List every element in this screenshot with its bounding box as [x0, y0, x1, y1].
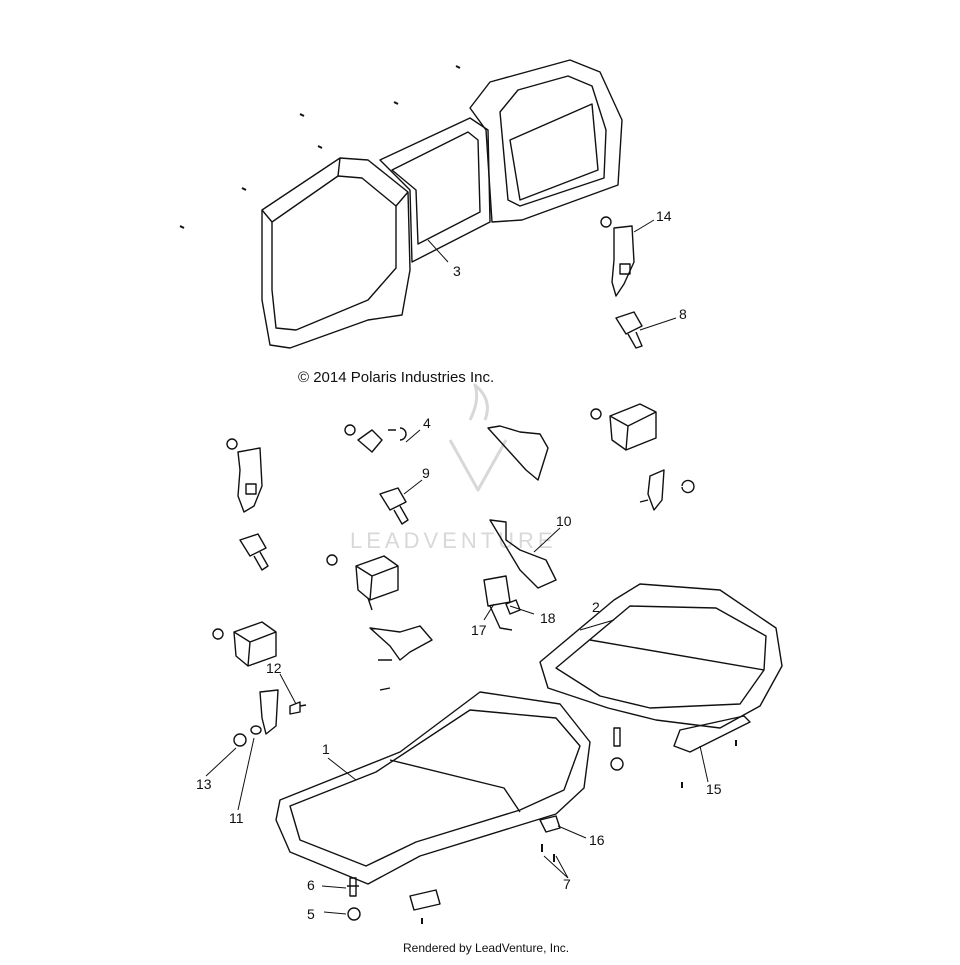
callout-16[interactable]: 16	[589, 832, 605, 848]
callout-5[interactable]: 5	[307, 906, 315, 922]
mount-bracket-right[interactable]	[639, 469, 695, 511]
seat-cushion-right[interactable]	[539, 583, 783, 729]
washer-11[interactable]	[250, 725, 262, 735]
callout-3[interactable]: 3	[453, 263, 461, 279]
seat-back-screws	[179, 65, 461, 229]
retractor-cover-left[interactable]	[212, 621, 277, 667]
seat-latch-lower[interactable]	[409, 889, 441, 911]
seat-back-right[interactable]	[469, 59, 623, 223]
watermark-logo	[448, 383, 508, 492]
seat-back-left[interactable]	[261, 157, 411, 349]
seat-bracket-15[interactable]	[673, 715, 751, 753]
seat-back-center[interactable]	[379, 117, 491, 263]
anchor-bolt-4[interactable]	[344, 424, 407, 453]
callout-17[interactable]: 17	[471, 622, 487, 638]
callout-10[interactable]: 10	[556, 513, 572, 529]
callout-14[interactable]: 14	[656, 208, 672, 224]
callout-15[interactable]: 15	[706, 781, 722, 797]
stud-right[interactable]	[610, 727, 624, 771]
callout-8[interactable]: 8	[679, 306, 687, 322]
leader-lines	[205, 219, 709, 915]
callout-1[interactable]: 1	[322, 741, 330, 757]
callout-18[interactable]: 18	[540, 610, 556, 626]
stud-6[interactable]	[347, 877, 359, 897]
callout-13[interactable]: 13	[196, 776, 212, 792]
harness-connector-18[interactable]	[505, 599, 521, 615]
seat-cushion-left[interactable]	[275, 691, 591, 885]
rendered-by-text: Rendered by LeadVenture, Inc.	[403, 941, 570, 955]
seatbelt-latch-upper-center[interactable]	[487, 425, 549, 481]
callout-6[interactable]: 6	[307, 877, 315, 893]
retractor-cover-center[interactable]	[326, 554, 399, 611]
seatbelt-retractor-left[interactable]	[226, 438, 263, 513]
seatbelt-buckle-upper[interactable]	[615, 311, 643, 349]
mount-bracket-left[interactable]	[259, 689, 279, 735]
seatbelt-tongue-center[interactable]	[369, 625, 433, 691]
seatbelt-tongue-10[interactable]	[489, 519, 557, 589]
callout-9[interactable]: 9	[422, 465, 430, 481]
pins-7[interactable]	[421, 740, 737, 924]
seatbelt-buckle-left[interactable]	[239, 533, 269, 571]
nut-5[interactable]	[347, 907, 361, 921]
callout-4[interactable]: 4	[423, 415, 431, 431]
callout-labels: 1 2 3 4 5 6 7 8 9 10 11 12 13 14 15 16 1…	[196, 208, 722, 922]
bolt-12[interactable]	[289, 701, 307, 715]
watermark-text: LEADVENTURE	[350, 528, 557, 553]
seat-latch-16[interactable]	[539, 815, 561, 833]
callout-11[interactable]: 11	[229, 810, 244, 826]
callout-2[interactable]: 2	[592, 599, 600, 615]
seatbelt-retractor-upper[interactable]	[600, 216, 635, 297]
callout-7[interactable]: 7	[563, 876, 571, 892]
copyright-text: © 2014 Polaris Industries Inc.	[298, 369, 495, 386]
seatbelt-buckle-9[interactable]	[379, 487, 409, 525]
callout-12[interactable]: 12	[266, 660, 282, 676]
nut-13[interactable]	[233, 733, 247, 747]
retractor-cover-right[interactable]	[590, 403, 657, 451]
